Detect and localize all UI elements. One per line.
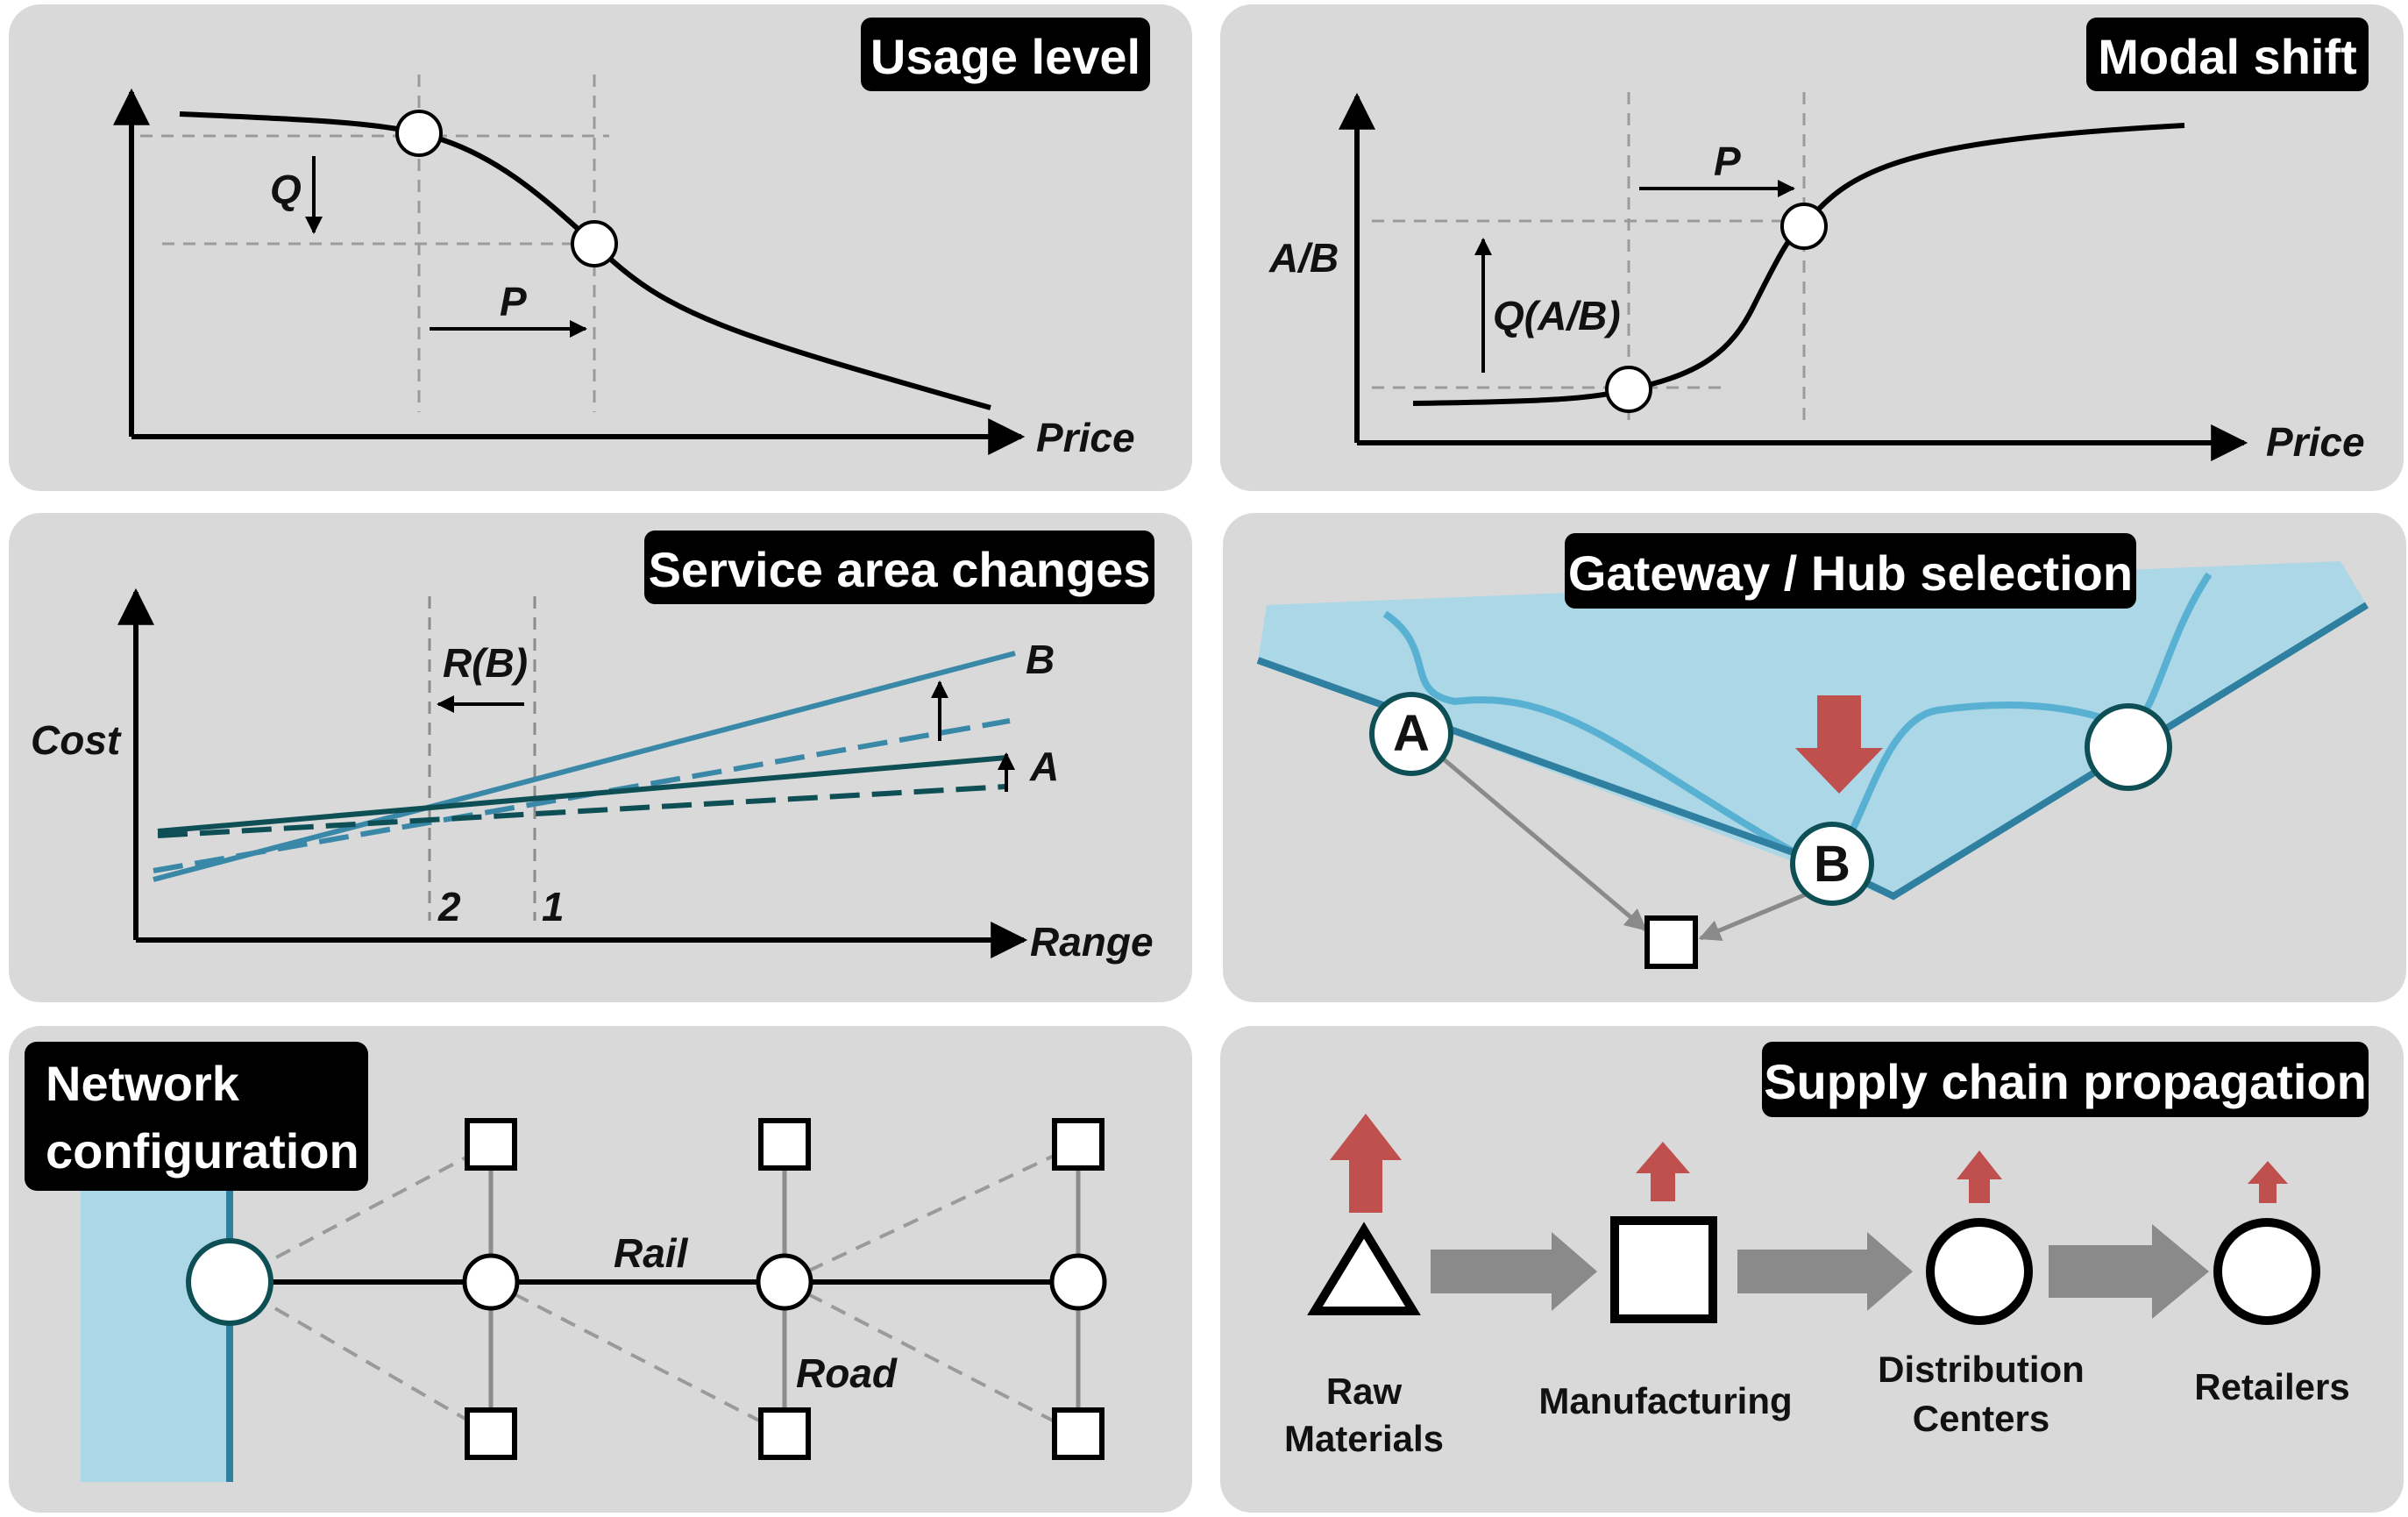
- supply-increase-arrow-3: [1957, 1150, 2002, 1203]
- supply-title-box: [1762, 1042, 2369, 1117]
- supply-increase-arrow-4: [2248, 1161, 2288, 1203]
- service-line-a: [157, 755, 1007, 834]
- usage-axes: [113, 88, 1026, 455]
- gateway-node-b-label: B: [1814, 836, 1850, 893]
- usage-x-label: Price: [1036, 415, 1135, 460]
- supply-stage-4-line1: Retailers: [2194, 1366, 2349, 1407]
- network-rail-node-1: [462, 1253, 520, 1311]
- panel-gateway-hub: A B Gateway / Hub selection: [1223, 513, 2406, 1002]
- gateway-node-c: [2085, 703, 2172, 791]
- service-mark-1: 1: [542, 884, 565, 929]
- modal-title: Modal shift: [2098, 29, 2357, 84]
- gateway-flow-a: [1436, 752, 1647, 931]
- network-rail-node-3: [1049, 1253, 1107, 1311]
- network-title-box: [25, 1042, 368, 1191]
- supply-manufacturing-square-icon: [1610, 1216, 1717, 1323]
- network-road-links: [228, 1143, 1079, 1435]
- service-x-label: Range: [1030, 919, 1154, 965]
- panel-service-area: R(B) B A 2 1 Cost Range Service area cha…: [9, 513, 1192, 1002]
- gateway-flow-b: [1698, 892, 1807, 941]
- panel-network-config: Rail Road Network configuration: [9, 1026, 1192, 1513]
- gateway-river-2: [1829, 572, 2213, 871]
- network-port-node: [186, 1238, 273, 1326]
- modal-shift-curve: [1412, 123, 2185, 406]
- service-title: Service area changes: [649, 542, 1151, 597]
- supply-distribution-circle-icon: [1926, 1218, 2033, 1325]
- usage-demand-curve: [179, 111, 991, 410]
- supply-flow-arrow-2: [1737, 1232, 1913, 1311]
- gateway-title-box: [1565, 533, 2136, 609]
- usage-q-label: Q: [270, 167, 302, 212]
- usage-title-box: [861, 18, 1150, 91]
- supply-stage-3-line1: Distribution: [1878, 1349, 2085, 1390]
- service-line-b: [153, 651, 1016, 882]
- gateway-node-b: [1790, 822, 1874, 906]
- network-rail-label: Rail: [614, 1230, 689, 1276]
- gateway-destination-square: [1644, 915, 1698, 969]
- service-line-b-label: B: [1026, 637, 1055, 682]
- network-rail-node-2: [756, 1253, 813, 1311]
- panel-usage-level: Q P Price Usage level: [9, 4, 1192, 491]
- modal-axes: [1339, 92, 2248, 461]
- supply-flow-arrow-1: [1431, 1232, 1597, 1311]
- modal-q-label: Q(A/B): [1493, 293, 1621, 338]
- modal-point-2: [1780, 203, 1828, 250]
- usage-title: Usage level: [870, 29, 1140, 84]
- modal-y-label: A/B: [1268, 235, 1339, 281]
- gateway-water: [1258, 561, 2367, 899]
- supply-flow-arrow-3: [2049, 1224, 2209, 1319]
- panel-modal-shift: Q(A/B) P A/B Price Modal shift: [1220, 4, 2404, 491]
- service-guides: [428, 596, 536, 921]
- usage-p-label: P: [500, 279, 527, 324]
- supply-stage-2-line1: Manufacturing: [1538, 1380, 1792, 1421]
- modal-title-box: [2086, 18, 2369, 91]
- supply-title: Supply chain propagation: [1764, 1054, 2367, 1109]
- network-title-line1: Network: [46, 1056, 240, 1111]
- supply-stage-1-line2: Materials: [1284, 1418, 1444, 1459]
- gateway-down-arrow: [1795, 695, 1883, 794]
- service-title-box: [644, 531, 1154, 604]
- network-terminals: [465, 1118, 1105, 1460]
- usage-point-1: [395, 110, 443, 157]
- service-mark-2: 2: [437, 884, 461, 929]
- supply-stage-1-line1: Raw: [1326, 1371, 1403, 1412]
- gateway-node-a: [1369, 692, 1453, 776]
- network-title-line2: configuration: [46, 1123, 359, 1179]
- network-road-label: Road: [796, 1350, 898, 1396]
- modal-p-label: P: [1714, 139, 1741, 184]
- gateway-river-1: [1382, 610, 1834, 872]
- supply-increase-arrow-1: [1330, 1114, 1402, 1213]
- modal-point-1: [1605, 366, 1652, 413]
- supply-raw-materials-triangle-icon: [1307, 1221, 1421, 1315]
- panel-supply-chain: Supply chain propagation Raw Materials M…: [1220, 1026, 2404, 1513]
- usage-point-2: [571, 220, 618, 267]
- gateway-title: Gateway / Hub selection: [1568, 545, 2133, 601]
- service-line-a-label: A: [1029, 744, 1059, 789]
- modal-x-label: Price: [2266, 419, 2365, 465]
- service-y-label: Cost: [31, 717, 122, 763]
- gateway-node-a-label: A: [1393, 705, 1430, 762]
- service-r-label: R(B): [443, 640, 528, 686]
- service-line-a-dashed: [157, 784, 1007, 838]
- supply-retailers-circle-icon: [2213, 1218, 2320, 1325]
- supply-stage-3-line2: Centers: [1913, 1398, 2049, 1439]
- service-axes: [117, 588, 1028, 958]
- supply-increase-arrow-2: [1636, 1142, 1690, 1201]
